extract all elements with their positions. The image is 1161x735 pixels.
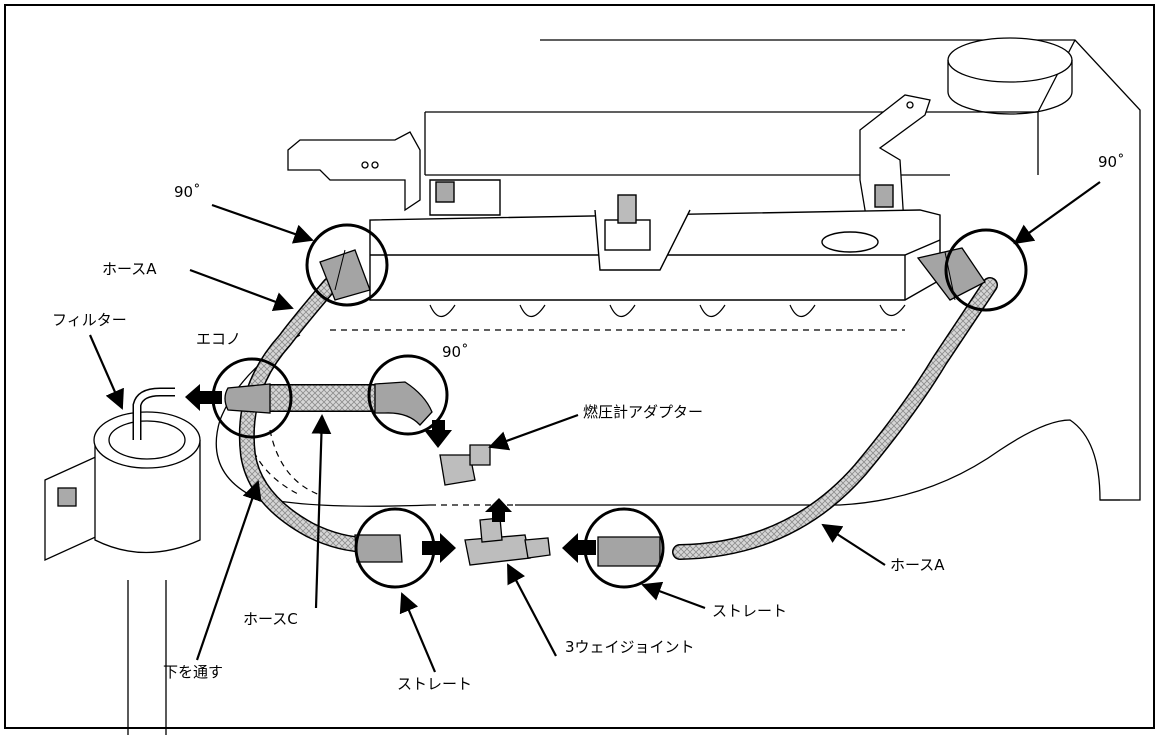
label-econo: エコノ: [196, 330, 242, 348]
label-gauge-adapter: 燃圧計アダプター: [583, 403, 704, 421]
circle-center-elbow: [367, 354, 449, 436]
circle-straight-right: [583, 507, 665, 589]
callout-circles: [211, 223, 1028, 589]
engine-body: [424, 37, 1141, 330]
injectors: [429, 304, 906, 318]
label-filter: フィルター: [52, 311, 127, 329]
flow-arrow-left-tee: [562, 533, 596, 563]
fuel-rail: [369, 179, 941, 301]
label-three-way-joint: 3ウェイジョイント: [565, 638, 695, 656]
label-straight-left: ストレート: [397, 675, 473, 693]
dashed-guide: [244, 329, 905, 506]
label-90-top-right: 90˚: [1098, 153, 1125, 171]
label-pass-under: 下を通す: [163, 663, 224, 681]
left-bracket: [287, 131, 421, 212]
label-90-center: 90˚: [442, 343, 469, 361]
label-straight-right: ストレート: [712, 602, 788, 620]
diagram-frame: [4, 4, 1155, 729]
circle-econo: [211, 357, 293, 439]
label-hose-a-left: ホースA: [102, 260, 157, 278]
circle-straight-left: [354, 507, 436, 589]
flow-arrow-down-adapter: [424, 420, 452, 448]
circle-top-right-elbow: [944, 228, 1028, 312]
label-hose-a-right: ホースA: [890, 556, 945, 574]
flow-arrow-right-tee: [422, 533, 456, 563]
flow-arrow-up-tee: [485, 498, 512, 522]
circle-top-left-elbow: [305, 223, 389, 307]
label-90-top-left: 90˚: [174, 183, 201, 201]
fuel-filter: [44, 387, 201, 735]
flow-arrows: [185, 384, 596, 563]
intake-plenum: [215, 330, 1141, 507]
flow-arrow-to-filter: [185, 384, 222, 411]
leader-lines: [88, 181, 1101, 673]
fittings: [224, 247, 986, 567]
label-hose-c: ホースC: [243, 610, 298, 628]
